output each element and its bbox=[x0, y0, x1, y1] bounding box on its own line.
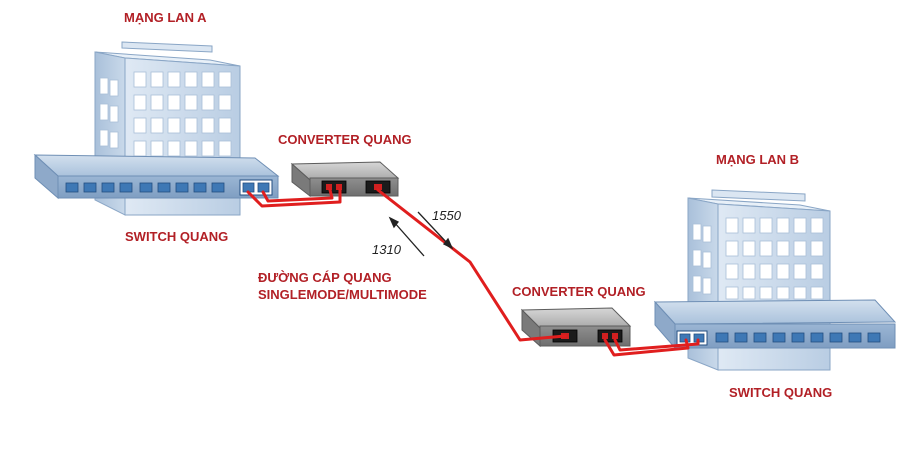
switch-a-label: SWITCH QUANG bbox=[125, 229, 229, 244]
arrow-icon bbox=[388, 211, 454, 257]
cable-label-line2: SINGLEMODE/MULTIMODE bbox=[258, 287, 427, 302]
converter-b-label: CONVERTER QUANG bbox=[512, 284, 646, 299]
patch-cable-a bbox=[246, 188, 342, 208]
switch-a-icon bbox=[33, 153, 280, 200]
switch-b-icon bbox=[653, 299, 897, 350]
converter-b-icon bbox=[520, 307, 632, 348]
converter-a-icon bbox=[290, 161, 400, 198]
wavelength-1550: 1550 bbox=[432, 208, 461, 223]
cable-label-line1: ĐƯỜNG CÁP QUANG bbox=[258, 270, 392, 285]
fiber-cables bbox=[246, 188, 700, 357]
lan-a-label: MẠNG LAN A bbox=[124, 10, 207, 25]
wavelength-1310: 1310 bbox=[372, 242, 401, 257]
lan-b-label: MẠNG LAN B bbox=[716, 152, 800, 167]
switch-b-label: SWITCH QUANG bbox=[729, 385, 833, 400]
converter-a-label: CONVERTER QUANG bbox=[278, 132, 412, 147]
patch-cable-a-2 bbox=[261, 188, 334, 203]
fiber-trunk bbox=[376, 188, 567, 342]
patch-cable-b-2 bbox=[613, 338, 700, 352]
